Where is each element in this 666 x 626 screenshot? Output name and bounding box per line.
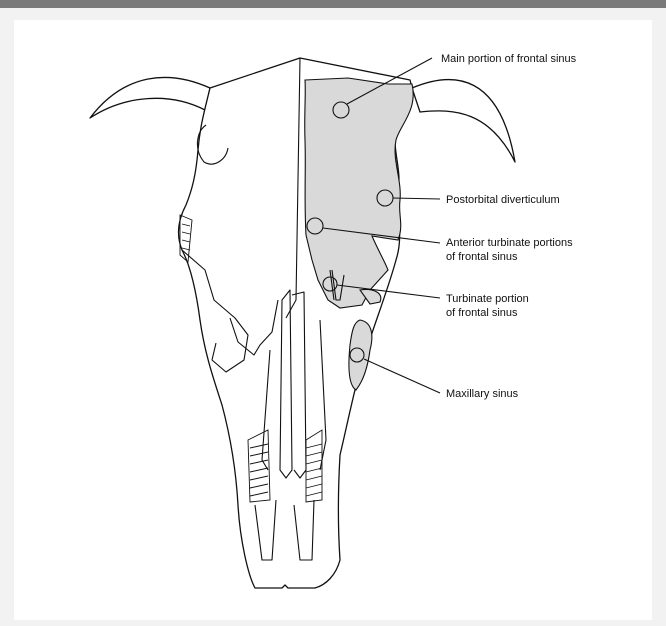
left-horn (90, 77, 210, 118)
frontal-sinus (305, 78, 414, 308)
label-main-frontal: Main portion of frontal sinus (441, 53, 577, 65)
label-postorbital: Postorbital diverticulum (446, 194, 560, 206)
label-maxillary: Maxillary sinus (446, 388, 519, 400)
label-turbinate-line2: of frontal sinus (446, 307, 518, 319)
label-turbinate-line1: Turbinate portion (446, 293, 529, 305)
maxillary-sinus (349, 320, 372, 390)
leader-maxillary (364, 359, 440, 393)
label-anterior-turbinate-line1: Anterior turbinate portions (446, 237, 573, 249)
right-horn (412, 80, 515, 162)
label-anterior-turbinate-line2: of frontal sinus (446, 251, 518, 263)
